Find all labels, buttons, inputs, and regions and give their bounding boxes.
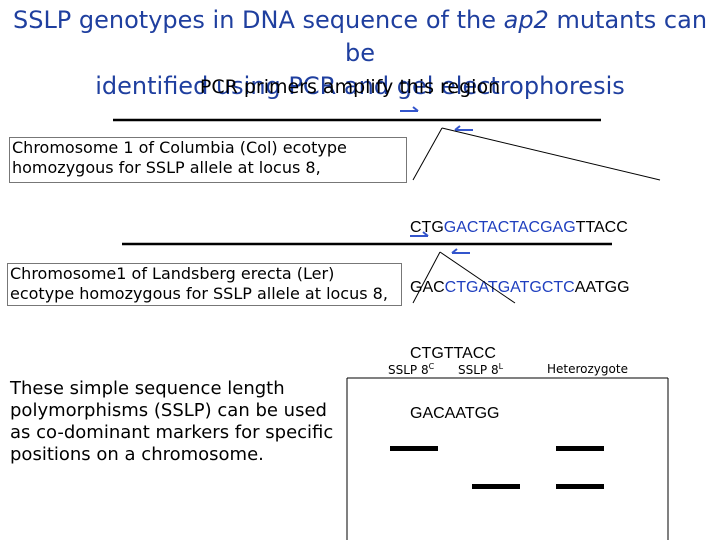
lane-2-label-text: SSLP 8 <box>458 363 499 377</box>
ler-zoom-line-right <box>439 251 516 304</box>
col-zoom-line-left <box>412 127 443 181</box>
lane-1-label-text: SSLP 8 <box>388 363 429 377</box>
lane-1-superscript: C <box>428 362 435 371</box>
ler-sequence-top-strand: CTGTTACC <box>410 345 496 362</box>
ler-zoom-line-left <box>412 251 441 304</box>
col-chromosome-box: Chromosome 1 of Columbia (Col) ecotype h… <box>9 137 407 183</box>
title-line-1-start: SSLP genotypes in DNA sequence of the <box>12 6 504 34</box>
col-seq-bottom-flank-right: AATGG <box>574 279 630 296</box>
col-seq-top-repeat: GACTACTACGAG <box>443 219 576 236</box>
gel-band-ler <box>472 484 520 489</box>
col-forward-primer-arrow-icon <box>400 106 419 112</box>
gel-band-het-upper <box>556 446 604 451</box>
slide-title: SSLP genotypes in DNA sequence of the ap… <box>0 4 720 103</box>
col-seq-bottom-repeat: CTGATGATGCTC <box>444 279 575 296</box>
ler-sequence-bottom-strand: GACAATGG <box>410 405 500 422</box>
title-gene-name: ap2 <box>503 6 549 34</box>
gel-band-col <box>390 446 438 451</box>
lane-label-heterozygote: Heterozygote <box>547 362 628 376</box>
lane-label-sslp-8c: SSLP 8C <box>388 362 434 377</box>
col-box-line-1: Chromosome 1 of Columbia (Col) ecotype <box>12 138 347 157</box>
ler-reverse-primer-arrow-icon <box>451 248 470 254</box>
col-zoom-line-right <box>441 127 661 181</box>
pcr-region-label: PCR primers amplify this region <box>199 76 501 98</box>
sslp-explanation: These simple sequence length polymorphis… <box>10 378 334 465</box>
lane-2-superscript: L <box>498 362 504 371</box>
col-seq-top-flank-right: TTACC <box>575 219 628 236</box>
col-box-line-2: homozygous for SSLP allele at locus 8, <box>12 158 321 177</box>
ler-chromosome-box: Chromosome1 of Landsberg erecta (Ler) ec… <box>7 263 402 306</box>
lane-label-sslp-8l: SSLP 8L <box>458 362 503 377</box>
col-seq-top-flank-left: CTG <box>410 219 444 236</box>
title-line-2: identified using PCR and gel electrophor… <box>95 72 625 100</box>
col-sequence: CTGGACTACTACGAGTTACC GACCTGATGATGCTCAATG… <box>410 178 630 318</box>
title-line-1-end: mutants can be <box>345 6 708 67</box>
ler-forward-primer-arrow-icon <box>410 231 429 237</box>
ler-sequence: CTGTTACC GACAATGG <box>410 304 500 444</box>
ler-box-line-1: Chromosome1 of Landsberg erecta (Ler) <box>10 264 335 283</box>
col-sequence-top-strand: CTGGACTACTACGAGTTACC <box>410 218 630 238</box>
title-line-1: SSLP genotypes in DNA sequence of the ap… <box>0 4 720 70</box>
ler-box-line-2: ecotype homozygous for SSLP allele at lo… <box>10 284 388 303</box>
col-reverse-primer-arrow-icon <box>454 125 473 131</box>
gel-band-het-lower <box>556 484 604 489</box>
gel-box <box>346 377 669 540</box>
